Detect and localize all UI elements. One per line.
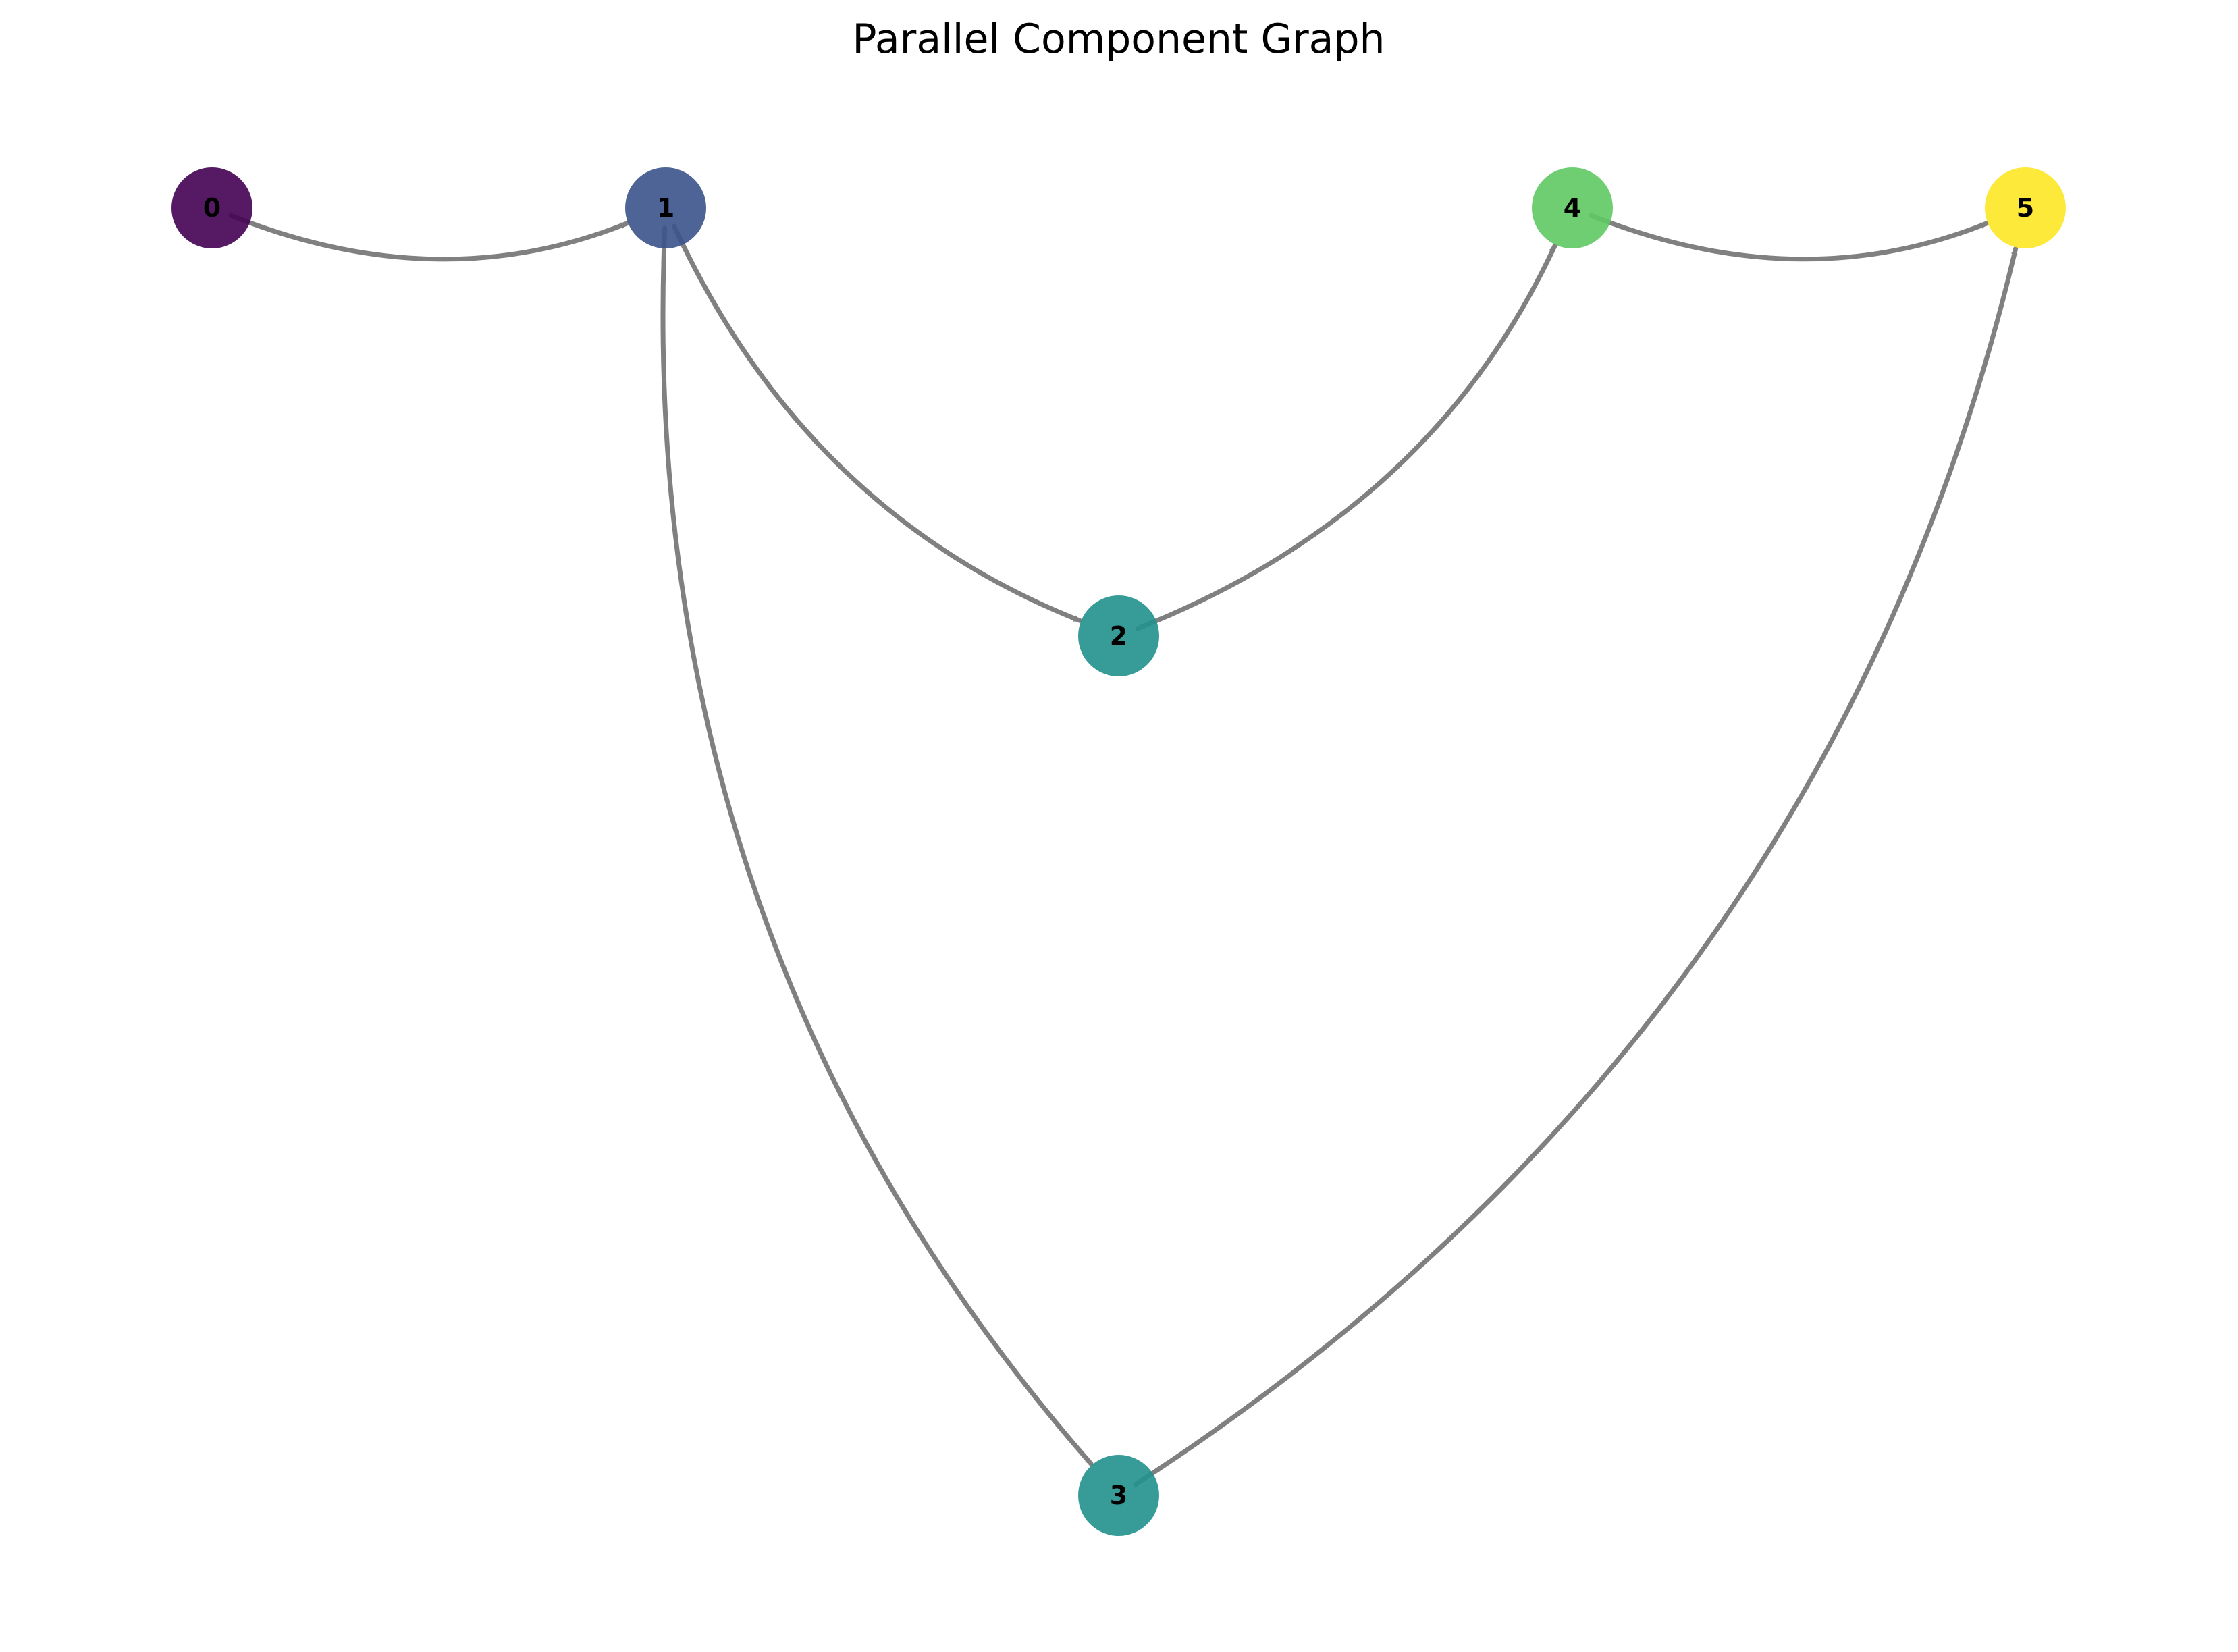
edge-0-1: [228, 213, 629, 262]
node-5-label: 5: [2017, 193, 2034, 223]
node-5: 5: [1985, 167, 2066, 248]
node-3-circle: [1078, 1455, 1159, 1536]
graph-title: Parallel Component Graph: [852, 16, 1385, 63]
node-0: 0: [171, 167, 252, 248]
node-2-label: 2: [1110, 621, 1127, 651]
edge-4-5: [1589, 213, 1989, 262]
edge-2-4: [1135, 243, 1557, 631]
edges-layer: [228, 213, 2019, 1487]
node-4-label: 4: [1564, 193, 1581, 223]
nodes-layer: 0 1 2 3 4 5: [171, 167, 2066, 1536]
node-0-circle: [171, 167, 252, 248]
node-2: 2: [1078, 595, 1159, 676]
edge-1-3: [660, 225, 1094, 1466]
node-1-circle: [625, 167, 706, 248]
node-2-circle: [1078, 595, 1159, 676]
node-1-label: 1: [657, 193, 674, 223]
node-3-label: 3: [1110, 1481, 1127, 1510]
edge-1-2: [672, 223, 1082, 623]
node-1: 1: [625, 167, 706, 248]
node-3: 3: [1078, 1455, 1159, 1536]
node-4: 4: [1532, 167, 1613, 248]
node-4-circle: [1532, 167, 1613, 248]
node-5-circle: [1985, 167, 2066, 248]
node-0-label: 0: [203, 193, 221, 223]
edge-3-5: [1133, 246, 2019, 1487]
